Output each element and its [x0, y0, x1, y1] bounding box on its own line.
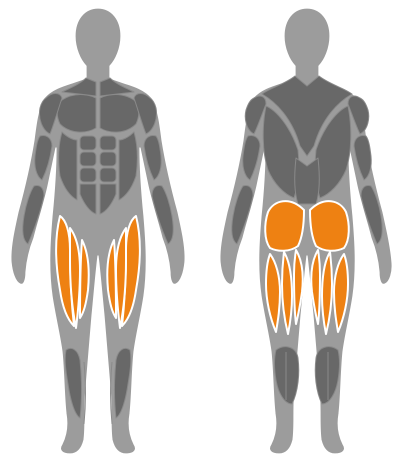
front-chest-right [100, 95, 139, 133]
front-chest-left [57, 95, 96, 133]
back-hamstrings-right [311, 250, 348, 334]
front-body-silhouette [11, 8, 185, 454]
back-glute-right [310, 201, 349, 251]
back-hamstrings-left [266, 250, 303, 334]
back-view [220, 8, 392, 454]
back-body-silhouette [220, 8, 392, 454]
back-glute-left [265, 201, 304, 251]
front-view [11, 8, 185, 454]
